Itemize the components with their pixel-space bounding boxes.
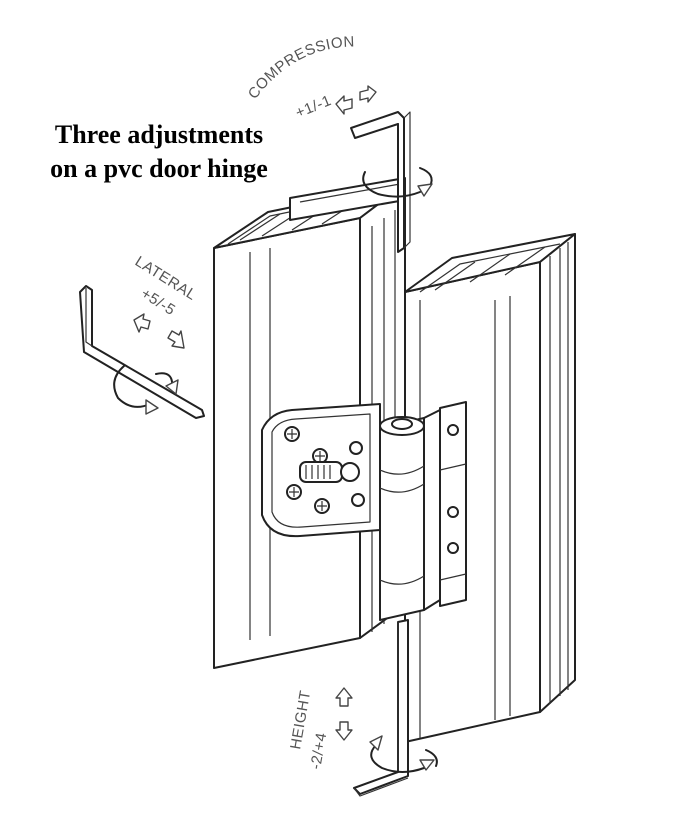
compression-arrow-right-icon [359,85,377,103]
hinge-leaf-plate [261,403,381,538]
height-allen-key [353,619,438,797]
lateral-arrow-right-icon [167,330,185,349]
height-range: -2/+4 [307,731,330,770]
compression-range: +1/-1 [293,92,334,122]
lateral-allen-key [79,285,205,419]
hinge-barrel [379,401,467,621]
diagram-title-line-2: on a pvc door hinge [50,154,268,183]
lateral-arrow-left-icon [133,313,151,333]
frame-profile [404,233,576,743]
height-name: HEIGHT [287,689,314,751]
diagram-title-line-1: Three adjustments [54,120,264,149]
compression-arrow-left-icon [335,95,353,115]
compression-label: COMPRESSION +1/-1 [245,34,377,122]
lateral-label: LATERAL +5/-5 [132,253,199,349]
compression-name: COMPRESSION [245,34,355,103]
height-arrow-up-icon [335,687,353,707]
height-arrow-down-icon [335,721,353,741]
compression-allen-key [350,111,433,253]
height-label: HEIGHT -2/+4 [287,687,353,771]
